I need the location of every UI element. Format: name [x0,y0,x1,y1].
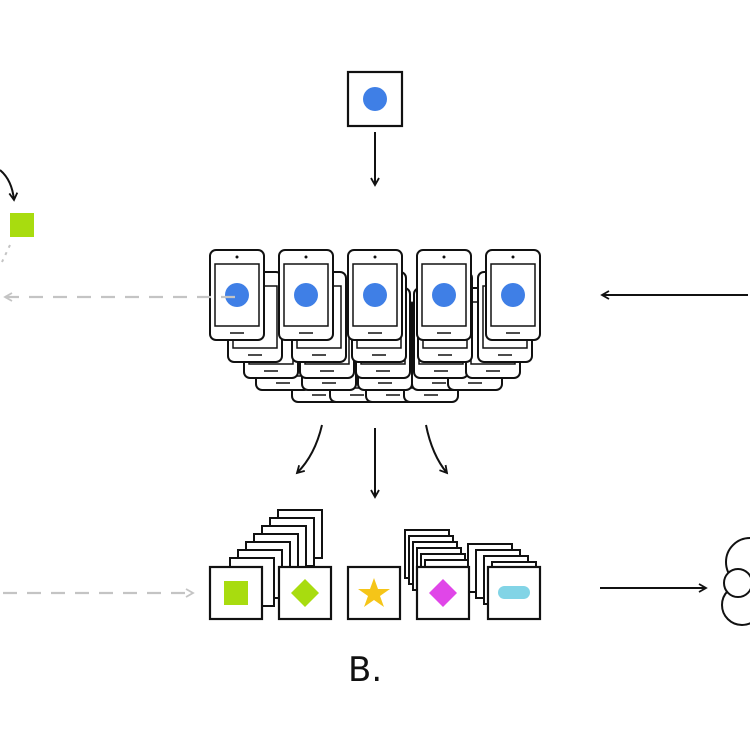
output-card-cyan-pill [486,565,542,621]
phone-device [485,249,541,341]
output-card-green-diamond [277,565,333,621]
output-card-green-square [208,565,264,621]
blue-circle-icon [363,87,387,111]
arrow-down-right [425,424,449,475]
phone-device [416,249,472,341]
green-square-icon [224,581,248,605]
cloud-icon [721,537,750,626]
green-square-icon [10,213,34,237]
arrow-down-left [295,424,323,475]
phone-device [209,249,265,341]
output-card-magenta-diamond [415,565,471,621]
device-front-row [209,249,541,341]
phone-device [278,249,334,341]
phone-device [347,249,403,341]
green-diamond-icon [291,579,319,607]
output-card-yellow-star [346,565,402,621]
cyan-pill-icon [498,586,530,599]
input-card [346,70,404,128]
caption-label: B. [348,650,383,690]
magenta-diamond-icon [429,579,457,607]
arrow-top-left [0,169,19,202]
dotted-trail [1,244,11,263]
yellow-star-icon [358,578,390,607]
